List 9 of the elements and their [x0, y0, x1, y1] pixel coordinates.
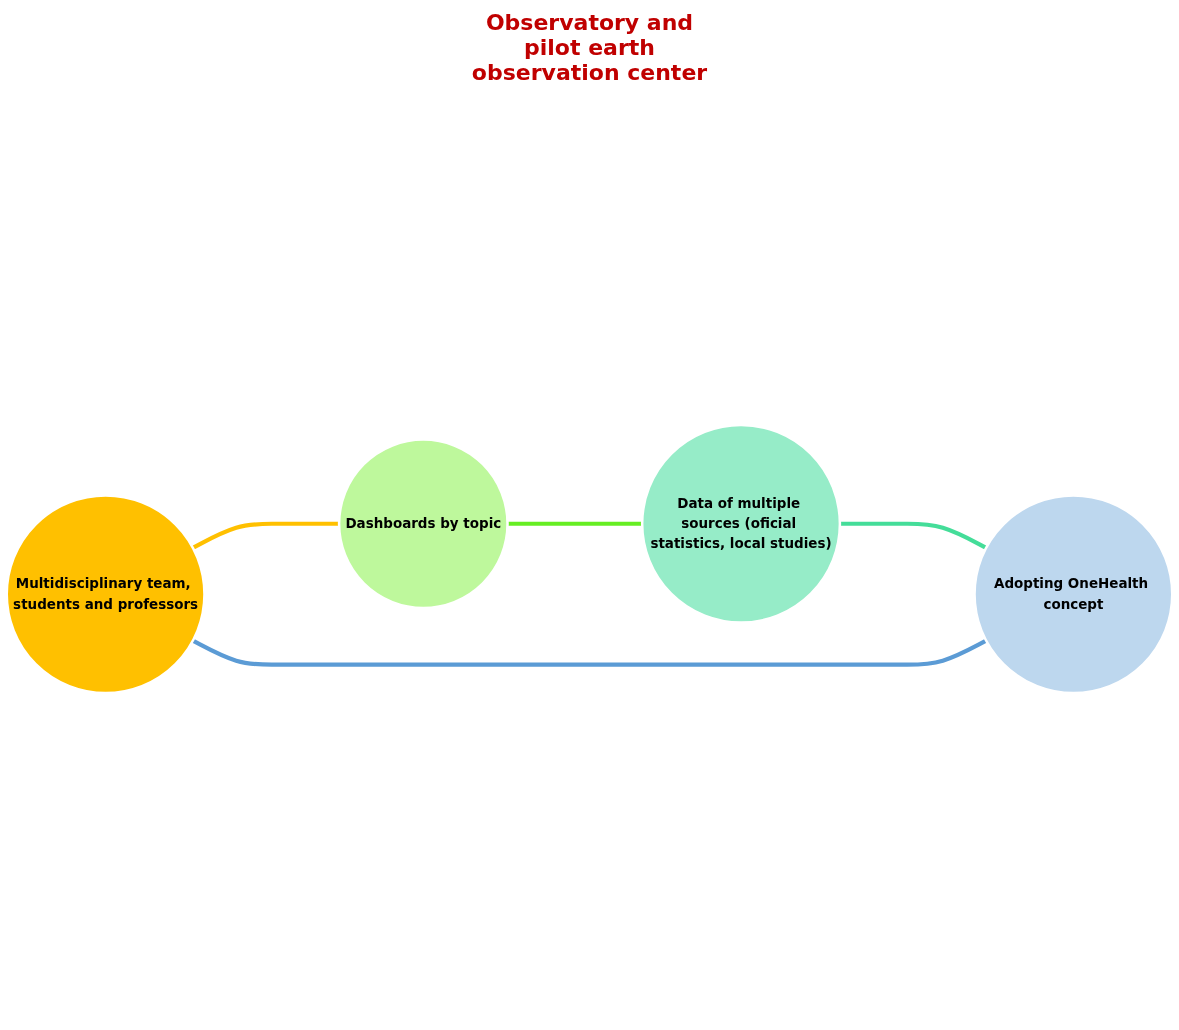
- connector: [839, 521, 988, 550]
- node-circle: Multidisciplinary team, students and professors: [5, 494, 206, 695]
- node-circle: Data of multiple sources (oficial statistics, local studies): [640, 423, 842, 624]
- connector: [191, 638, 988, 667]
- node-circle: Adopting OneHealth concept: [973, 494, 1174, 695]
- connector: [191, 521, 340, 550]
- node-circle: Dashboards by topic: [337, 438, 509, 610]
- connector: [507, 521, 643, 526]
- center-title: Observatory and pilot earth observation center: [470, 10, 709, 85]
